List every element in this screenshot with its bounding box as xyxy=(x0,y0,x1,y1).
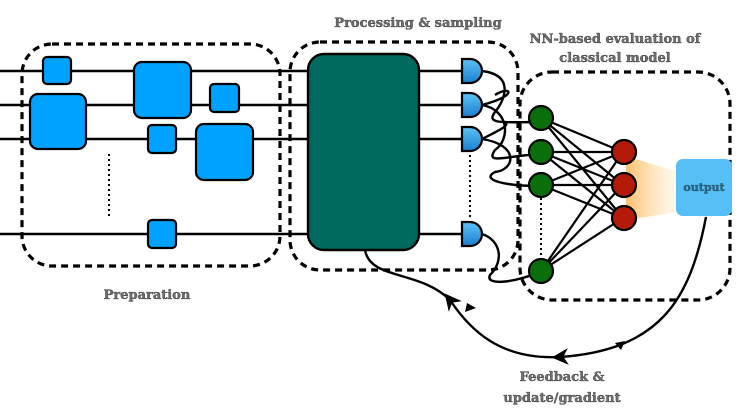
nn-hidden-layer xyxy=(610,138,638,232)
input-node xyxy=(527,171,555,199)
output-label: output xyxy=(683,181,725,194)
gate xyxy=(146,218,178,250)
gate xyxy=(41,55,73,86)
detector-icon xyxy=(460,57,484,85)
preparation-stage-label: Preparation xyxy=(104,288,191,303)
feedback-label-line2: update/gradient xyxy=(503,391,620,406)
hidden-node xyxy=(610,138,638,166)
detector-icon xyxy=(460,125,484,153)
output-glow xyxy=(626,156,678,220)
evaluation-stage-label-line1: NN-based evaluation of xyxy=(530,32,702,47)
nn-edges xyxy=(540,116,624,272)
detector-to-nn-connections xyxy=(481,69,541,284)
feedback-arrowhead-icon xyxy=(465,303,476,312)
preparation-gates xyxy=(28,55,255,250)
detector-icon xyxy=(460,220,484,248)
detector-icon xyxy=(460,91,484,119)
gate xyxy=(146,123,178,155)
hidden-node xyxy=(610,171,638,199)
output-box xyxy=(676,159,732,216)
measurement-detectors xyxy=(460,57,484,248)
gate xyxy=(194,122,255,182)
nn-input-layer xyxy=(527,104,555,285)
processing-boundary xyxy=(288,40,520,272)
feedback-label-line1: Feedback & xyxy=(520,370,605,385)
gate xyxy=(28,92,88,151)
gate xyxy=(132,60,193,120)
input-node xyxy=(527,138,555,166)
evaluation-stage-label-line2: classical model xyxy=(559,51,670,66)
gate xyxy=(208,82,241,114)
feedback-arrowhead-icon xyxy=(615,341,625,350)
processing-stage-label: Processing & sampling xyxy=(334,16,501,31)
input-node xyxy=(527,257,555,285)
hidden-node xyxy=(610,204,638,232)
processing-unitary-block xyxy=(306,52,421,252)
feedback-loop-path xyxy=(363,216,708,365)
input-node xyxy=(527,104,555,132)
preparation-boundary xyxy=(20,42,282,268)
